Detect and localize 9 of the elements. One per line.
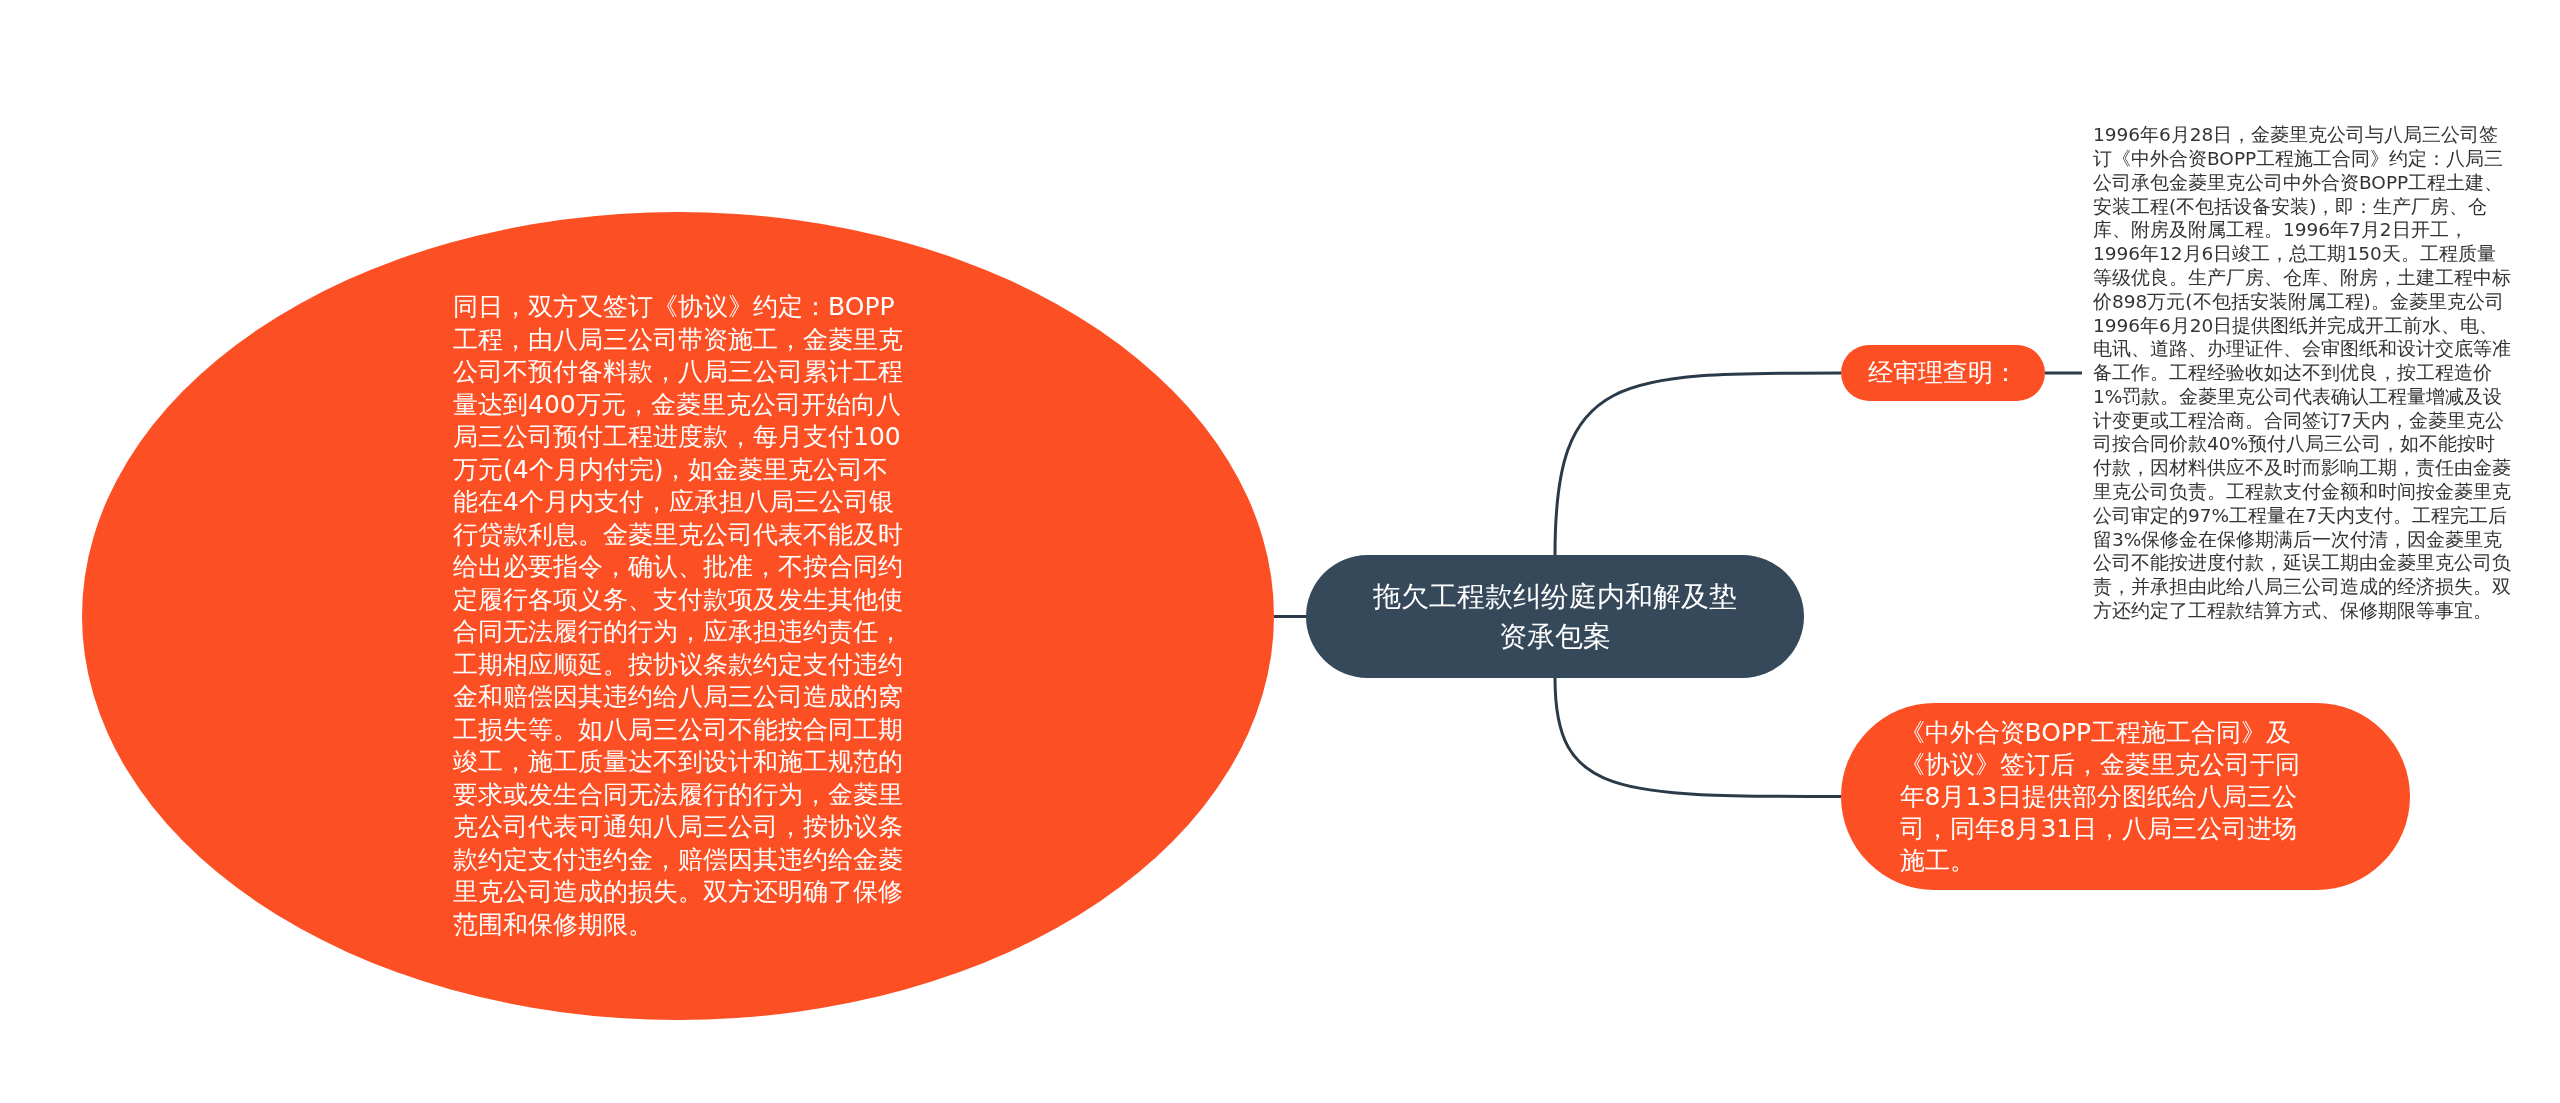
connector-line [1553,371,1841,556]
connector-line [2045,371,2082,375]
connector-line [1553,677,1841,798]
topic-box: 拖欠工程款纠纷庭内和解及垫资承包案 [1306,555,1804,678]
topic-box: 经审理查明： [1841,345,2045,401]
paragraph-text: 1996年6月28日，金菱里克公司与八局三公司签订《中外合资BOPP工程施工合同》约定：八局三公司承包金菱里克公司中外合资BOPP工程土建、安装工程(不包括设备安装)，即：生产厂房、仓库、附房及附属工程。1996年7月2日开工，1996年12月6日竣工，总工期150天。工程质量等级优良。生产厂房、仓库、附房，土建工程中标价898万元(不包括安装附属工程)。金菱里克公司1996年6月20日提供图纸并完成开工前水、电、电讯、道路、办理证件、会审图纸和设计交底等准备工作。工程经验收如达不到优良，按工程造价1%罚款。金菱里克公司代表确认工程量增减及设计变更或工程洽商。合同签订7天内，金菱里克公司按合同价款40%预付八局三公司，如不能按时付款，因材料供应不及时而影响工期，责任由金菱里克公司负责。工程款支付金额和时间按金菱里克公司审定的97%工程量在7天内支付。工程完工后留3%保修金在保修期满后一次付清，因金菱里克公司不能按进度付款，延误工期由金菱里克公司负责，并承担由此给八局三公司造成的经济损失。双方还约定了工程款结算方式、保修期限等事宜。 [2093,123,2511,623]
topic-box: 《中外合资BOPP工程施工合同》及《协议》签订后，金菱里克公司于同年8月13日提供部分图纸给八局三公司，同年8月31日，八局三公司进场施工。 [1841,703,2410,890]
topic-ellipse: 同日，双方又签订《协议》约定：BOPP工程，由八局三公司带资施工，金菱里克公司不预付备料款，八局三公司累计工程量达到400万元，金菱里克公司开始向八局三公司预付工程进度款，每月支付100万元(4个月内付完)，如金菱里克公司不能在4个月内支付，应承担八局三公司银行贷款利息。金菱里克公司代表不能及时给出必要指令，确认、批准，不按合同约定履行各项义务、支付款项及发生其他使合同无法履行的行为，应承担违约责任，工期相应顺延。按协议条款约定支付违约金和赔偿因其违约给八局三公司造成的窝工损失等。如八局三公司不能按合同工期竣工，施工质量达不到设计和施工规范的要求或发生合同无法履行的行为，金菱里克公司代表可通知八局三公司，按协议条款约定支付违约金，赔偿因其违约给金菱里克公司造成的损失。双方还明确了保修范围和保修期限。 [82,212,1274,1020]
connector-line [1274,615,1306,618]
